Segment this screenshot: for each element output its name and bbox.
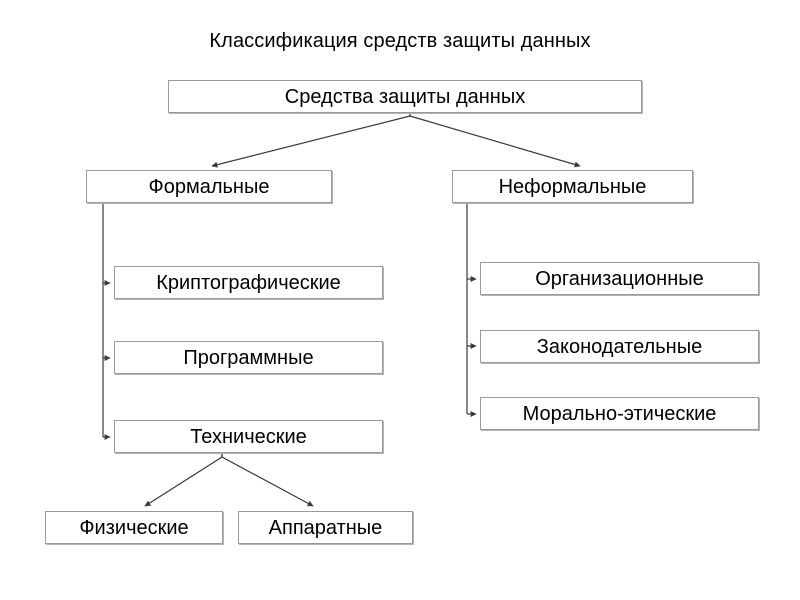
node-physical: Физические — [45, 511, 223, 544]
node-hardware: Аппаратные — [238, 511, 413, 544]
edge-root-to-informal — [409, 113, 581, 168]
node-cryptographic: Криптографические — [114, 266, 383, 299]
edge-root-to-formal — [211, 113, 411, 168]
edge-technical-to-physical — [144, 453, 223, 507]
node-moral-ethical: Морально-этические — [480, 397, 759, 430]
node-informal: Неформальные — [452, 170, 693, 203]
node-technical: Технические — [114, 420, 383, 453]
node-organizational: Организационные — [480, 262, 759, 295]
node-formal: Формальные — [86, 170, 332, 203]
node-root-data-protection-tools: Средства защиты данных — [168, 80, 642, 113]
node-legislative: Законодательные — [480, 330, 759, 363]
page-title: Классификация средств защиты данных — [209, 30, 591, 52]
edge-technical-to-hardware — [221, 453, 314, 507]
node-software: Программные — [114, 341, 383, 374]
